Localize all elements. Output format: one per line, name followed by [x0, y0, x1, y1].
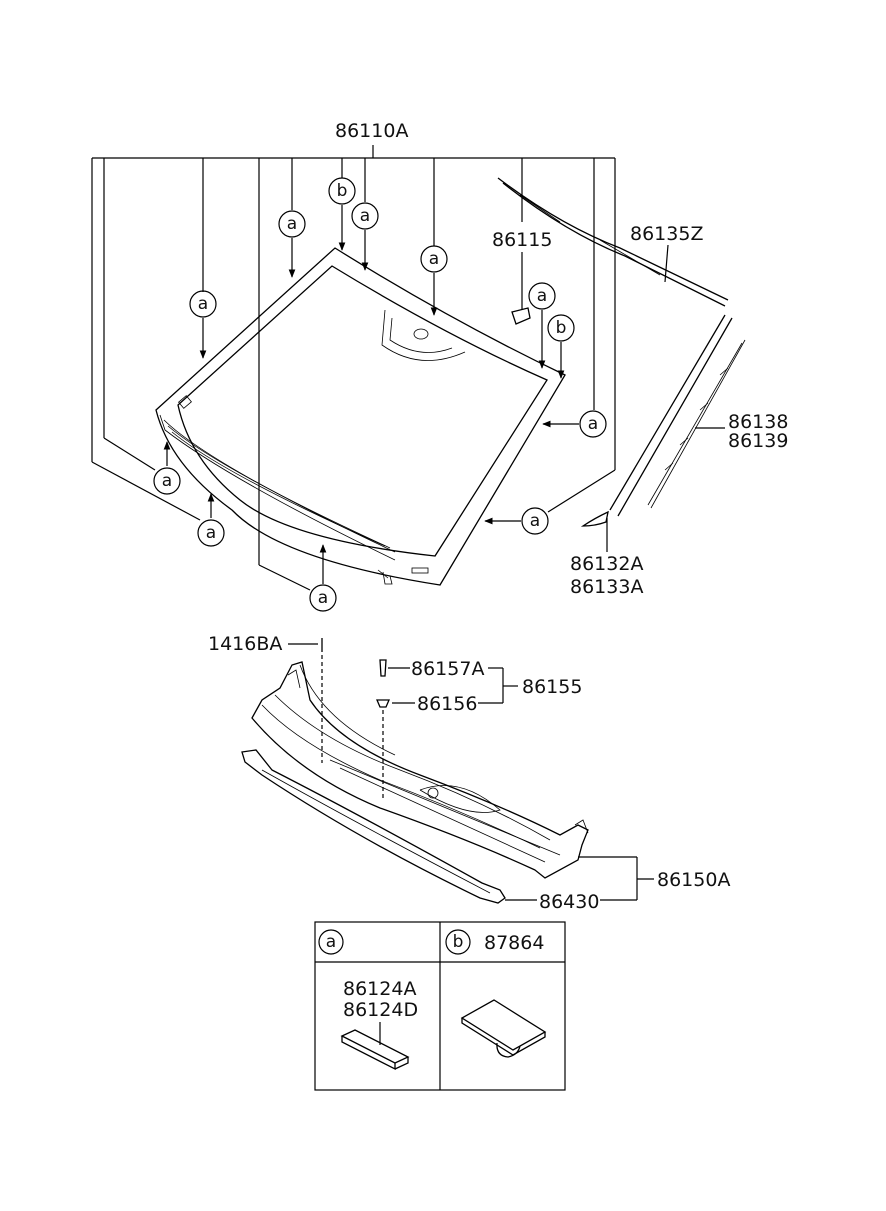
- legend-b-callout: b: [445, 929, 471, 955]
- windshield-glass: [155, 247, 566, 586]
- mirror-cover: [511, 307, 531, 325]
- label-86139: 86139: [728, 430, 788, 452]
- callout-a: a: [521, 507, 549, 535]
- label-86133A: 86133A: [570, 576, 643, 598]
- callout-a: a: [528, 282, 556, 310]
- callout-a: a: [351, 202, 379, 230]
- label-86132A: 86132A: [570, 553, 643, 575]
- label-86155: 86155: [522, 676, 582, 698]
- label-86157A: 86157A: [411, 658, 484, 680]
- svg-text:a: a: [318, 588, 328, 608]
- molding-clip: [580, 510, 609, 527]
- callout-b: b: [547, 314, 575, 342]
- legend-a-part-1: 86124A: [343, 978, 416, 1000]
- callout-arrows: [163, 205, 579, 584]
- callout-a: a: [153, 467, 181, 495]
- svg-text:a: a: [206, 523, 216, 543]
- svg-text:a: a: [360, 206, 370, 226]
- svg-text:a: a: [162, 471, 172, 491]
- legend-a-part-2: 86124D: [343, 999, 418, 1021]
- label-86156: 86156: [417, 693, 477, 715]
- weatherstrip: [241, 749, 506, 904]
- label-86110A: 86110A: [335, 120, 408, 142]
- label-86115: 86115: [492, 229, 552, 251]
- label-86430: 86430: [539, 891, 599, 913]
- side-molding: [609, 314, 746, 517]
- svg-text:a: a: [537, 286, 547, 306]
- svg-text:b: b: [337, 181, 348, 201]
- svg-text:b: b: [556, 318, 567, 338]
- legend-a-pad: [340, 1029, 410, 1071]
- legend-b-pad: [460, 999, 547, 1058]
- retainer: [376, 659, 390, 800]
- legend-b-part: 87864: [484, 932, 544, 954]
- svg-text:a: a: [588, 414, 598, 434]
- callout-a: a: [278, 210, 306, 238]
- leaders-86110A: [91, 145, 616, 591]
- label-86150A: 86150A: [657, 869, 730, 891]
- part-labels: 86110A 86115 86135Z 86138 86139 86132A 8…: [208, 120, 788, 913]
- leaders-top: [521, 244, 725, 552]
- svg-text:a: a: [429, 249, 439, 269]
- label-86135Z: 86135Z: [630, 223, 703, 245]
- callout-a: a: [309, 584, 337, 612]
- svg-text:a: a: [530, 511, 540, 531]
- leaders-lower: [288, 643, 654, 901]
- svg-text:a: a: [287, 214, 297, 234]
- callout-a: a: [189, 290, 217, 318]
- svg-text:b: b: [453, 932, 464, 952]
- callout-a: a: [197, 519, 225, 547]
- callout-circles: a a b a a a b a a a a a: [153, 177, 607, 612]
- svg-text:a: a: [326, 932, 336, 952]
- callout-a: a: [420, 245, 448, 273]
- label-1416BA: 1416BA: [208, 633, 282, 655]
- cowl-panel: [251, 661, 589, 879]
- svg-text:a: a: [198, 294, 208, 314]
- callout-a: a: [579, 410, 607, 438]
- legend-a-callout: a: [318, 929, 344, 955]
- callout-b: b: [328, 177, 356, 205]
- legend-table: a b 87864 86124A 86124D: [314, 921, 566, 1091]
- label-86138: 86138: [728, 411, 788, 433]
